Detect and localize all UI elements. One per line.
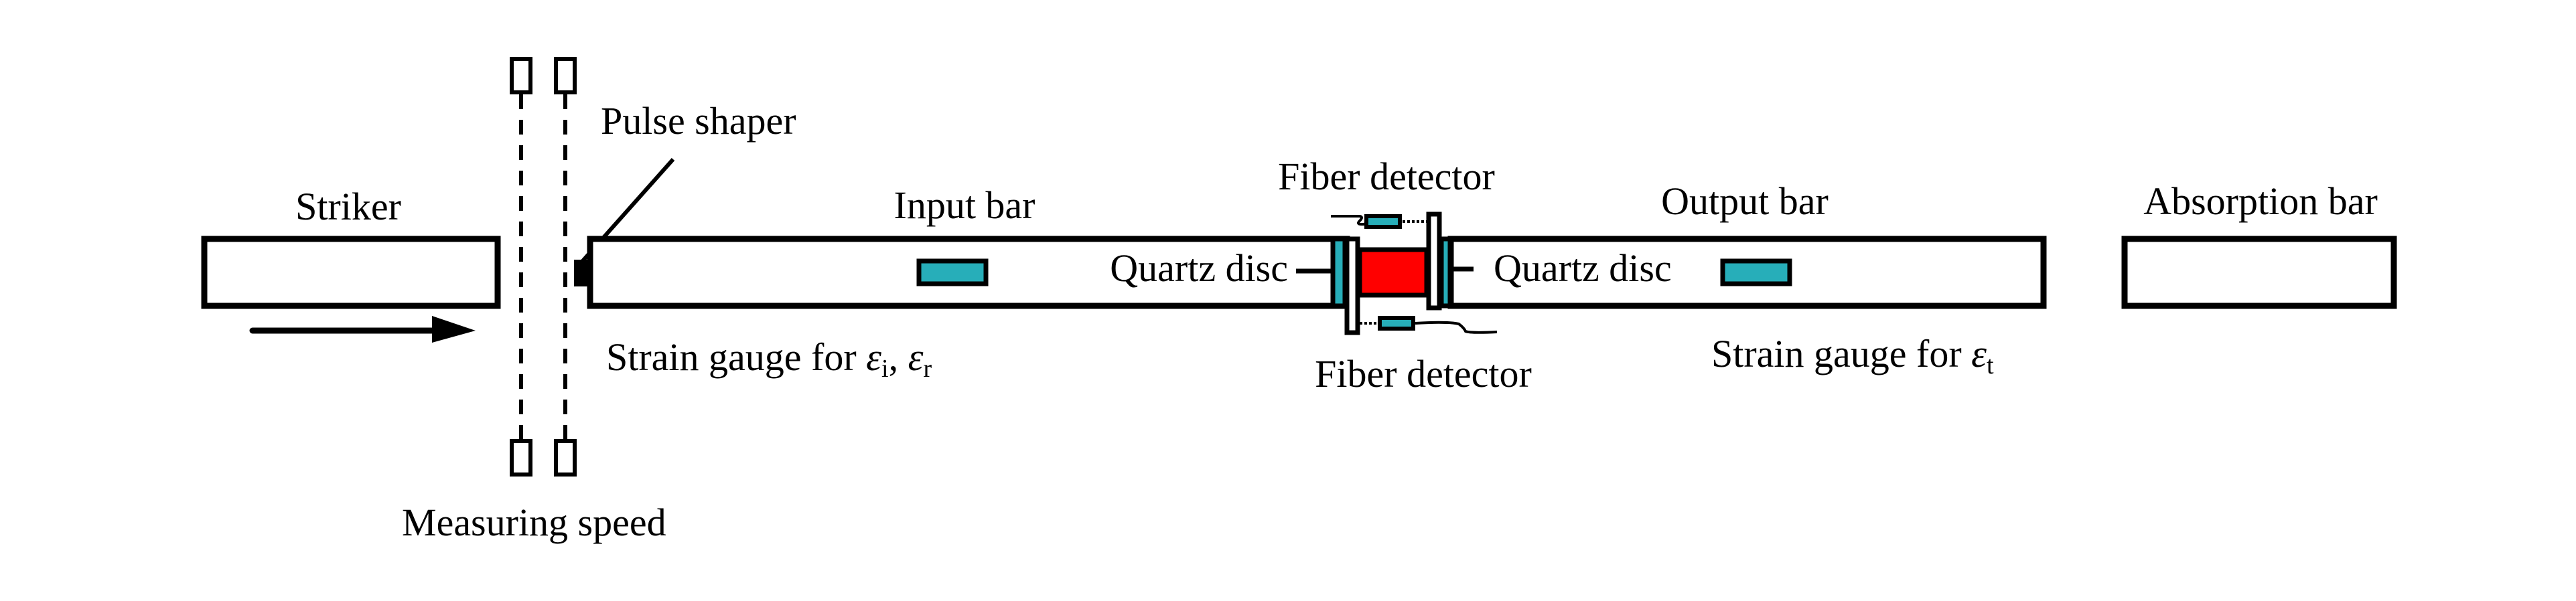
absorption-bar [2121,236,2397,309]
flange-left [1344,236,1360,335]
flange-right [1426,211,1442,311]
striker-bar [201,236,501,309]
quartz-disc-left-label: Quartz disc [1110,246,1288,290]
absorption-bar-label: Absorption bar [2143,179,2378,223]
fiber-detector-bottom-label: Fiber detector [1315,352,1532,396]
speed-sensor-bottom-right [554,439,577,477]
strain-gauge-input-label: Strain gauge for εi, εr [606,335,932,383]
specimen [1357,247,1429,298]
speed-sensor-top-left [510,57,532,94]
speed-sensor-top-right [554,57,577,94]
input-bar-label: Input bar [894,183,1035,227]
speed-sensor-bottom-left [510,439,532,477]
measuring-speed-label: Measuring speed [402,501,666,544]
fiber-detector-top-label: Fiber detector [1278,155,1495,198]
fiber-detector-bottom [1360,316,1498,334]
pulse-shaper [574,260,587,286]
striker-label: Striker [295,185,401,228]
strain-gauge-output [1720,258,1792,286]
arrow-right-icon [249,316,476,343]
pulse-shaper-label: Pulse shaper [601,99,796,143]
quartz-disc-left [1330,236,1348,309]
quartz-disc-right-label: Quartz disc [1494,246,1672,290]
fiber-detector-top [1331,214,1427,229]
strain-gauge-output-label: Strain gauge for εt [1711,332,1994,379]
strain-gauge-input [916,258,989,286]
output-bar-label: Output bar [1661,179,1829,223]
